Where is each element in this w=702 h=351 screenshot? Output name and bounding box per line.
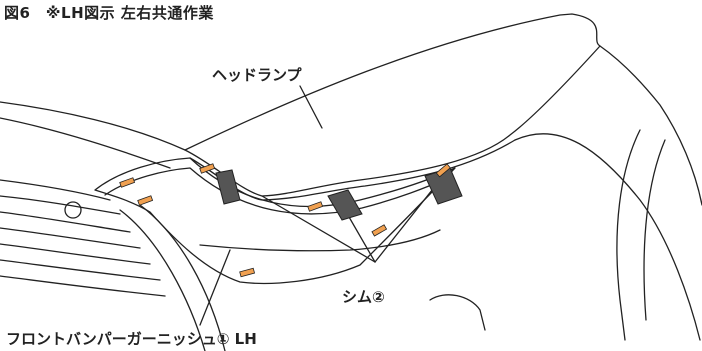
grille-slat [0, 195, 121, 215]
tape-mark [137, 195, 154, 206]
fog-sensor [64, 201, 82, 219]
tape-mark [371, 224, 388, 237]
tape-mark [307, 201, 324, 212]
headlamp-leader [299, 85, 323, 129]
tape-mark [119, 177, 136, 188]
grille-slat [0, 227, 141, 249]
fender-arch [616, 129, 641, 341]
grille-slat [0, 179, 111, 201]
lower-cutout [429, 294, 486, 331]
grille-slat [0, 275, 166, 297]
shim-leader [261, 195, 376, 263]
grille-slat [0, 243, 151, 265]
hood-line-2 [0, 117, 171, 169]
bumper-garnish-outline [94, 157, 456, 285]
tape-mark [435, 163, 451, 178]
bumper-garnish-inner [104, 167, 449, 215]
headlamp-label: ヘッドランプ [212, 66, 302, 84]
bumper-curve-2 [139, 204, 226, 351]
bumper-curve [119, 209, 206, 351]
headlamp-outline [184, 13, 601, 197]
shim-plate [215, 169, 241, 205]
shim-label: シム② [342, 288, 385, 306]
grille-slat [0, 211, 131, 233]
shim-plate [327, 189, 363, 221]
fender-line-2 [599, 45, 702, 206]
bumper-lower-line [199, 229, 441, 252]
shim-leader [374, 179, 441, 263]
hood-line [0, 101, 186, 151]
tape-mark [239, 267, 256, 278]
figure-title: 図6 ※LH図示 左右共通作業 [4, 4, 214, 22]
fender-arch-2 [643, 139, 666, 321]
garnish-leader [199, 249, 231, 326]
fender-line [514, 133, 701, 341]
shim-leader [344, 209, 376, 263]
tape-mark [199, 163, 216, 174]
bumper-garnish-label: フロントバンパーガーニッシュ① LH [6, 330, 257, 348]
grille-slat [0, 259, 161, 281]
